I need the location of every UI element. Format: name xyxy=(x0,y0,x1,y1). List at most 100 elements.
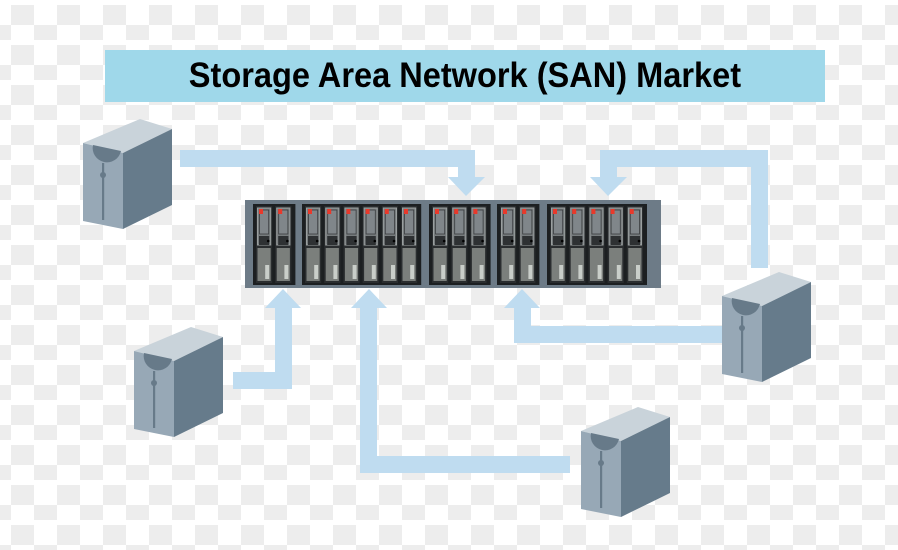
server-drive-bay-icon xyxy=(143,353,172,371)
drive-latch xyxy=(572,236,583,245)
drive-bay xyxy=(588,206,605,283)
drive-latch xyxy=(435,236,446,245)
drive-handle xyxy=(352,265,357,279)
drive-latch xyxy=(278,236,289,245)
drive-bay xyxy=(256,206,273,283)
drive-latch xyxy=(346,236,357,245)
drive-latch xyxy=(259,236,270,245)
drive-latch xyxy=(384,236,395,245)
drive-handle xyxy=(391,265,395,279)
drive-bay xyxy=(569,206,586,283)
server-power-button-icon xyxy=(151,380,157,386)
server-top-face xyxy=(722,272,811,306)
drive-handle xyxy=(528,265,533,279)
drive-led xyxy=(308,209,312,214)
connector-bottom-left xyxy=(233,289,301,389)
server-bottom-left[interactable] xyxy=(134,327,223,437)
drive-led xyxy=(278,209,283,214)
drive-indicator xyxy=(560,239,564,243)
server-status-line xyxy=(102,163,105,220)
drive-bay xyxy=(626,206,643,283)
drive-led xyxy=(503,209,507,214)
drive-label-window xyxy=(435,209,446,235)
drive-label-window xyxy=(572,209,583,235)
drive-led xyxy=(346,209,351,214)
server-top-face xyxy=(581,407,670,441)
drive-bay xyxy=(607,206,624,283)
drive-group xyxy=(429,204,491,285)
server-side-face xyxy=(123,129,172,229)
server-power-button-icon xyxy=(739,325,745,331)
drive-handle xyxy=(479,265,484,279)
drive-handle xyxy=(616,265,621,279)
drive-latch xyxy=(327,236,338,245)
drive-group xyxy=(547,204,647,285)
drive-latch xyxy=(404,236,415,245)
server-right[interactable] xyxy=(722,272,811,382)
drive-indicator xyxy=(392,239,396,243)
server-side-face xyxy=(762,282,811,382)
drive-latch xyxy=(454,236,465,245)
server-status-line xyxy=(741,316,744,373)
drive-led xyxy=(454,209,459,214)
storage-array[interactable] xyxy=(245,200,661,288)
drive-led xyxy=(365,209,370,214)
drive-bay xyxy=(275,206,292,283)
drive-led xyxy=(572,209,577,214)
server-top-left[interactable] xyxy=(83,119,172,229)
drive-label-window xyxy=(404,209,415,235)
drive-led xyxy=(591,209,596,214)
drive-indicator xyxy=(637,239,641,243)
drive-led xyxy=(629,209,634,214)
drive-handle xyxy=(509,265,514,279)
drive-indicator xyxy=(315,239,319,243)
server-drive-bay-icon xyxy=(590,433,619,451)
drive-led xyxy=(553,209,557,214)
drive-label-window xyxy=(365,209,376,235)
drive-label-window xyxy=(327,209,338,235)
drive-label-window xyxy=(454,209,465,235)
drive-indicator xyxy=(373,239,377,243)
drive-indicator xyxy=(442,239,446,243)
drive-handle xyxy=(371,265,376,279)
drive-group xyxy=(302,204,422,285)
drive-indicator xyxy=(580,239,583,243)
drive-latch xyxy=(503,236,514,245)
drive-led xyxy=(473,209,478,214)
drive-label-window xyxy=(278,209,289,235)
drive-group xyxy=(253,204,296,285)
drive-led xyxy=(327,209,332,214)
server-bottom-center[interactable] xyxy=(581,407,670,517)
drive-bay xyxy=(343,206,360,283)
drive-led xyxy=(435,209,439,214)
drive-indicator xyxy=(335,239,338,243)
diagram-title: Storage Area Network (SAN) Market xyxy=(188,56,742,95)
drive-led xyxy=(259,209,263,214)
drive-bay xyxy=(432,206,449,283)
connector-top-left xyxy=(180,150,485,196)
drive-label-window xyxy=(553,209,564,235)
drive-latch xyxy=(553,236,564,245)
drive-bay xyxy=(324,206,341,283)
drive-bay xyxy=(305,206,322,283)
drive-bay xyxy=(362,206,379,283)
drive-handle xyxy=(284,265,289,279)
drive-handle xyxy=(559,265,564,279)
drive-indicator xyxy=(411,239,415,243)
server-power-button-icon xyxy=(598,460,604,466)
connector-bottom-center xyxy=(351,289,570,473)
drive-latch xyxy=(473,236,484,245)
drive-handle xyxy=(460,265,465,279)
drive-latch xyxy=(629,236,640,245)
drive-indicator xyxy=(599,239,602,243)
drive-latch xyxy=(308,236,319,245)
drive-label-window xyxy=(591,209,602,235)
drive-indicator xyxy=(286,239,289,243)
drive-led xyxy=(384,209,389,214)
server-power-button-icon xyxy=(100,172,106,178)
drive-led xyxy=(610,209,615,214)
drive-latch xyxy=(591,236,602,245)
server-side-face xyxy=(174,337,223,437)
drive-handle xyxy=(636,265,640,279)
